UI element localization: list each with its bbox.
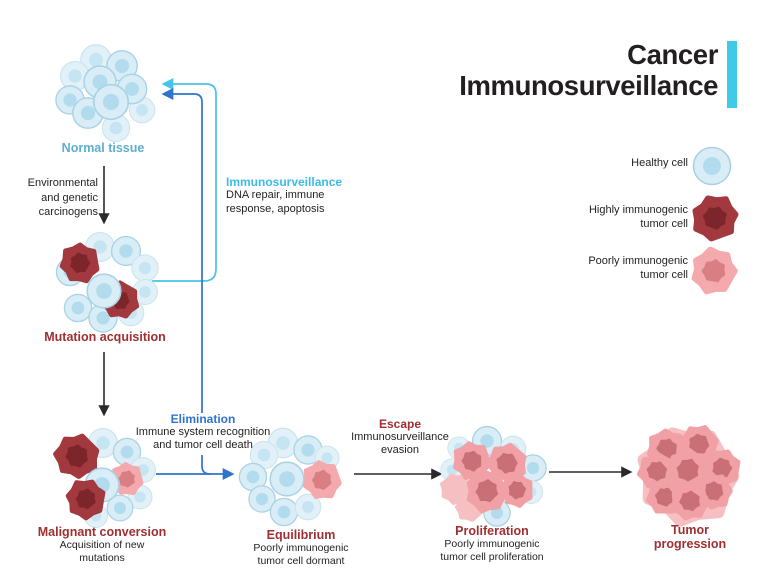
tumor-progression-label: Tumor progression: [653, 523, 727, 551]
legend-label-highly-immunogenic: Highly immunogenic tumor cell: [588, 204, 688, 230]
legend-label-healthy-cell: Healthy cell: [631, 157, 688, 169]
escape-annotation-title: Escape: [378, 417, 422, 431]
healthy-cell-icon: [692, 146, 732, 186]
normal-tissue-cluster: [55, 44, 156, 143]
elimination-annotation: Elimination Immune system recognition an…: [135, 412, 271, 451]
title-accent-bar: [727, 41, 737, 108]
elimination-annotation-title: Elimination: [170, 412, 236, 426]
legend-label-poorly-immunogenic: Poorly immunogenic tumor cell: [588, 255, 688, 281]
proliferation-label: Proliferation Poorly immunogenic tumor c…: [440, 524, 544, 563]
mutation-acquisition-label: Mutation acquisition: [44, 330, 166, 344]
figure-title-line1: Cancer: [627, 39, 718, 70]
equilibrium-label: Equilibrium Poorly immunogenic tumor cel…: [253, 528, 349, 567]
escape-annotation: Escape Immunosurveillance evasion: [351, 417, 449, 456]
immunosurveillance-annotation: Immunosurveillance DNA repair, immune re…: [226, 175, 343, 215]
malignant-conversion-label: Malignant conversion Acquisition of new …: [37, 525, 167, 564]
figure-title-line2: Immunosurveillance: [459, 70, 718, 101]
proliferation-cluster: [441, 425, 547, 527]
elimination-feedback-arrow: [161, 88, 203, 413]
poorly-immunogenic-tumor-cell-icon: [686, 243, 742, 299]
immunosurveillance-feedback-arrow: [152, 78, 217, 282]
tumor-progression-cluster: [634, 425, 745, 526]
normal-tissue-label: Normal tissue: [61, 141, 145, 155]
highly-immunogenic-tumor-cell-icon: [691, 194, 738, 242]
figure-title: Cancer Immunosurveillance: [459, 39, 718, 101]
mutation-acquisition-cluster: [56, 232, 159, 333]
immunosurveillance-annotation-title: Immunosurveillance: [226, 175, 343, 189]
carcinogens-annotation: Environmental and genetic carcinogens: [27, 177, 98, 218]
elimination-feedback-connector: [201, 455, 211, 475]
